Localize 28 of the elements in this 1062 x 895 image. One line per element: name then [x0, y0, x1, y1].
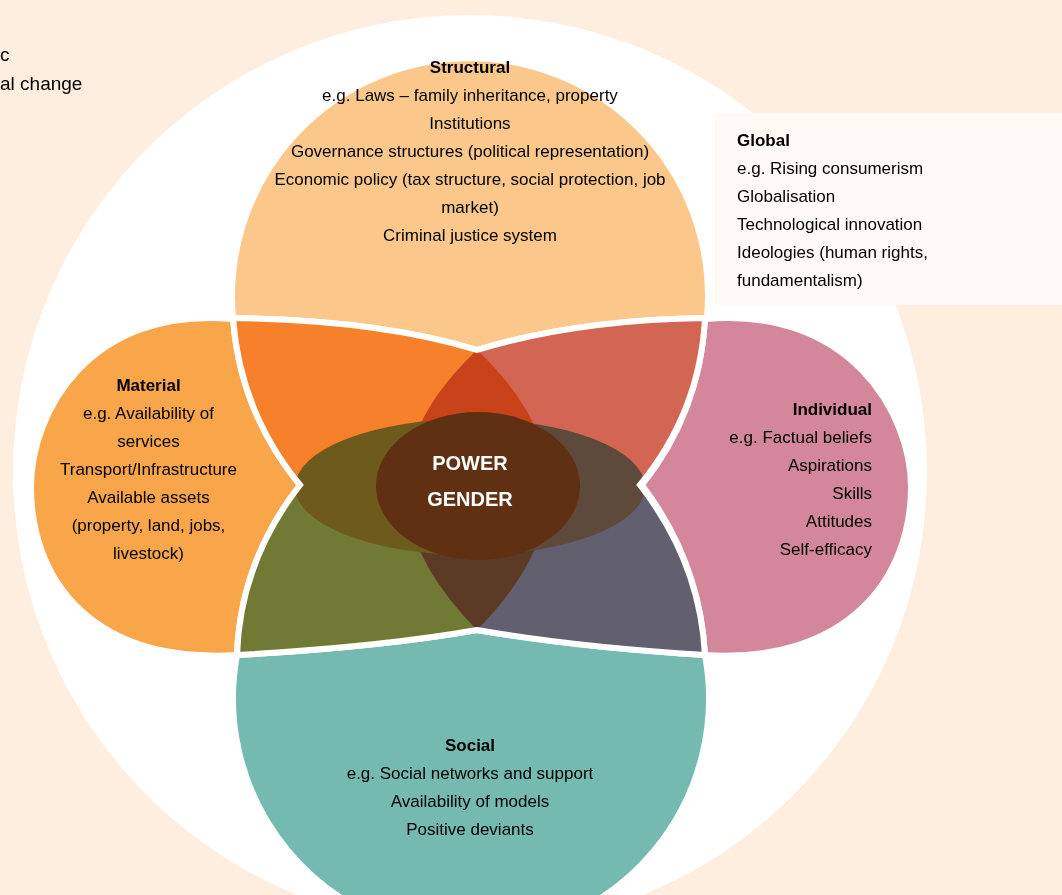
example-text: Positive deviants — [405, 819, 535, 841]
example-text: Skills — [831, 483, 872, 505]
example-text: Technological innovation — [737, 214, 924, 236]
center-label: GENDER — [426, 487, 514, 512]
example-text: e.g. Laws – family inheritance, property — [321, 85, 619, 107]
example-text: Attitudes — [804, 511, 872, 533]
example-text: e.g. Social networks and support — [345, 763, 595, 785]
category-heading: Individual — [791, 399, 872, 421]
category-heading: Structural — [428, 57, 512, 79]
example-text: Governance structures (political representation) — [289, 141, 651, 163]
example-text: e.g. Availability of services — [81, 403, 215, 453]
cut-off-text: c — [0, 43, 10, 67]
example-text: Available assets (property, land, jobs, livestock) — [70, 487, 227, 565]
example-text: Ideologies (human rights, fundamentalism) — [737, 242, 929, 292]
example-text: Globalisation — [737, 186, 837, 208]
example-text: Aspirations — [786, 455, 872, 477]
category-heading: Social — [443, 735, 497, 757]
example-text: Institutions — [428, 113, 512, 135]
example-text: Criminal justice system — [382, 225, 558, 247]
example-text: Availability of models — [389, 791, 551, 813]
category-heading: Global — [737, 130, 791, 152]
example-text: Transport/Infrastructure — [59, 459, 238, 481]
example-text: e.g. Rising consumerism — [737, 158, 925, 180]
cut-off-text: al change — [0, 72, 83, 96]
example-text: Economic policy (tax structure, social protection, job market) — [273, 169, 667, 219]
category-heading: Material — [115, 375, 182, 397]
example-text: e.g. Factual beliefs — [728, 427, 872, 449]
example-text: Self-efficacy — [778, 539, 872, 561]
